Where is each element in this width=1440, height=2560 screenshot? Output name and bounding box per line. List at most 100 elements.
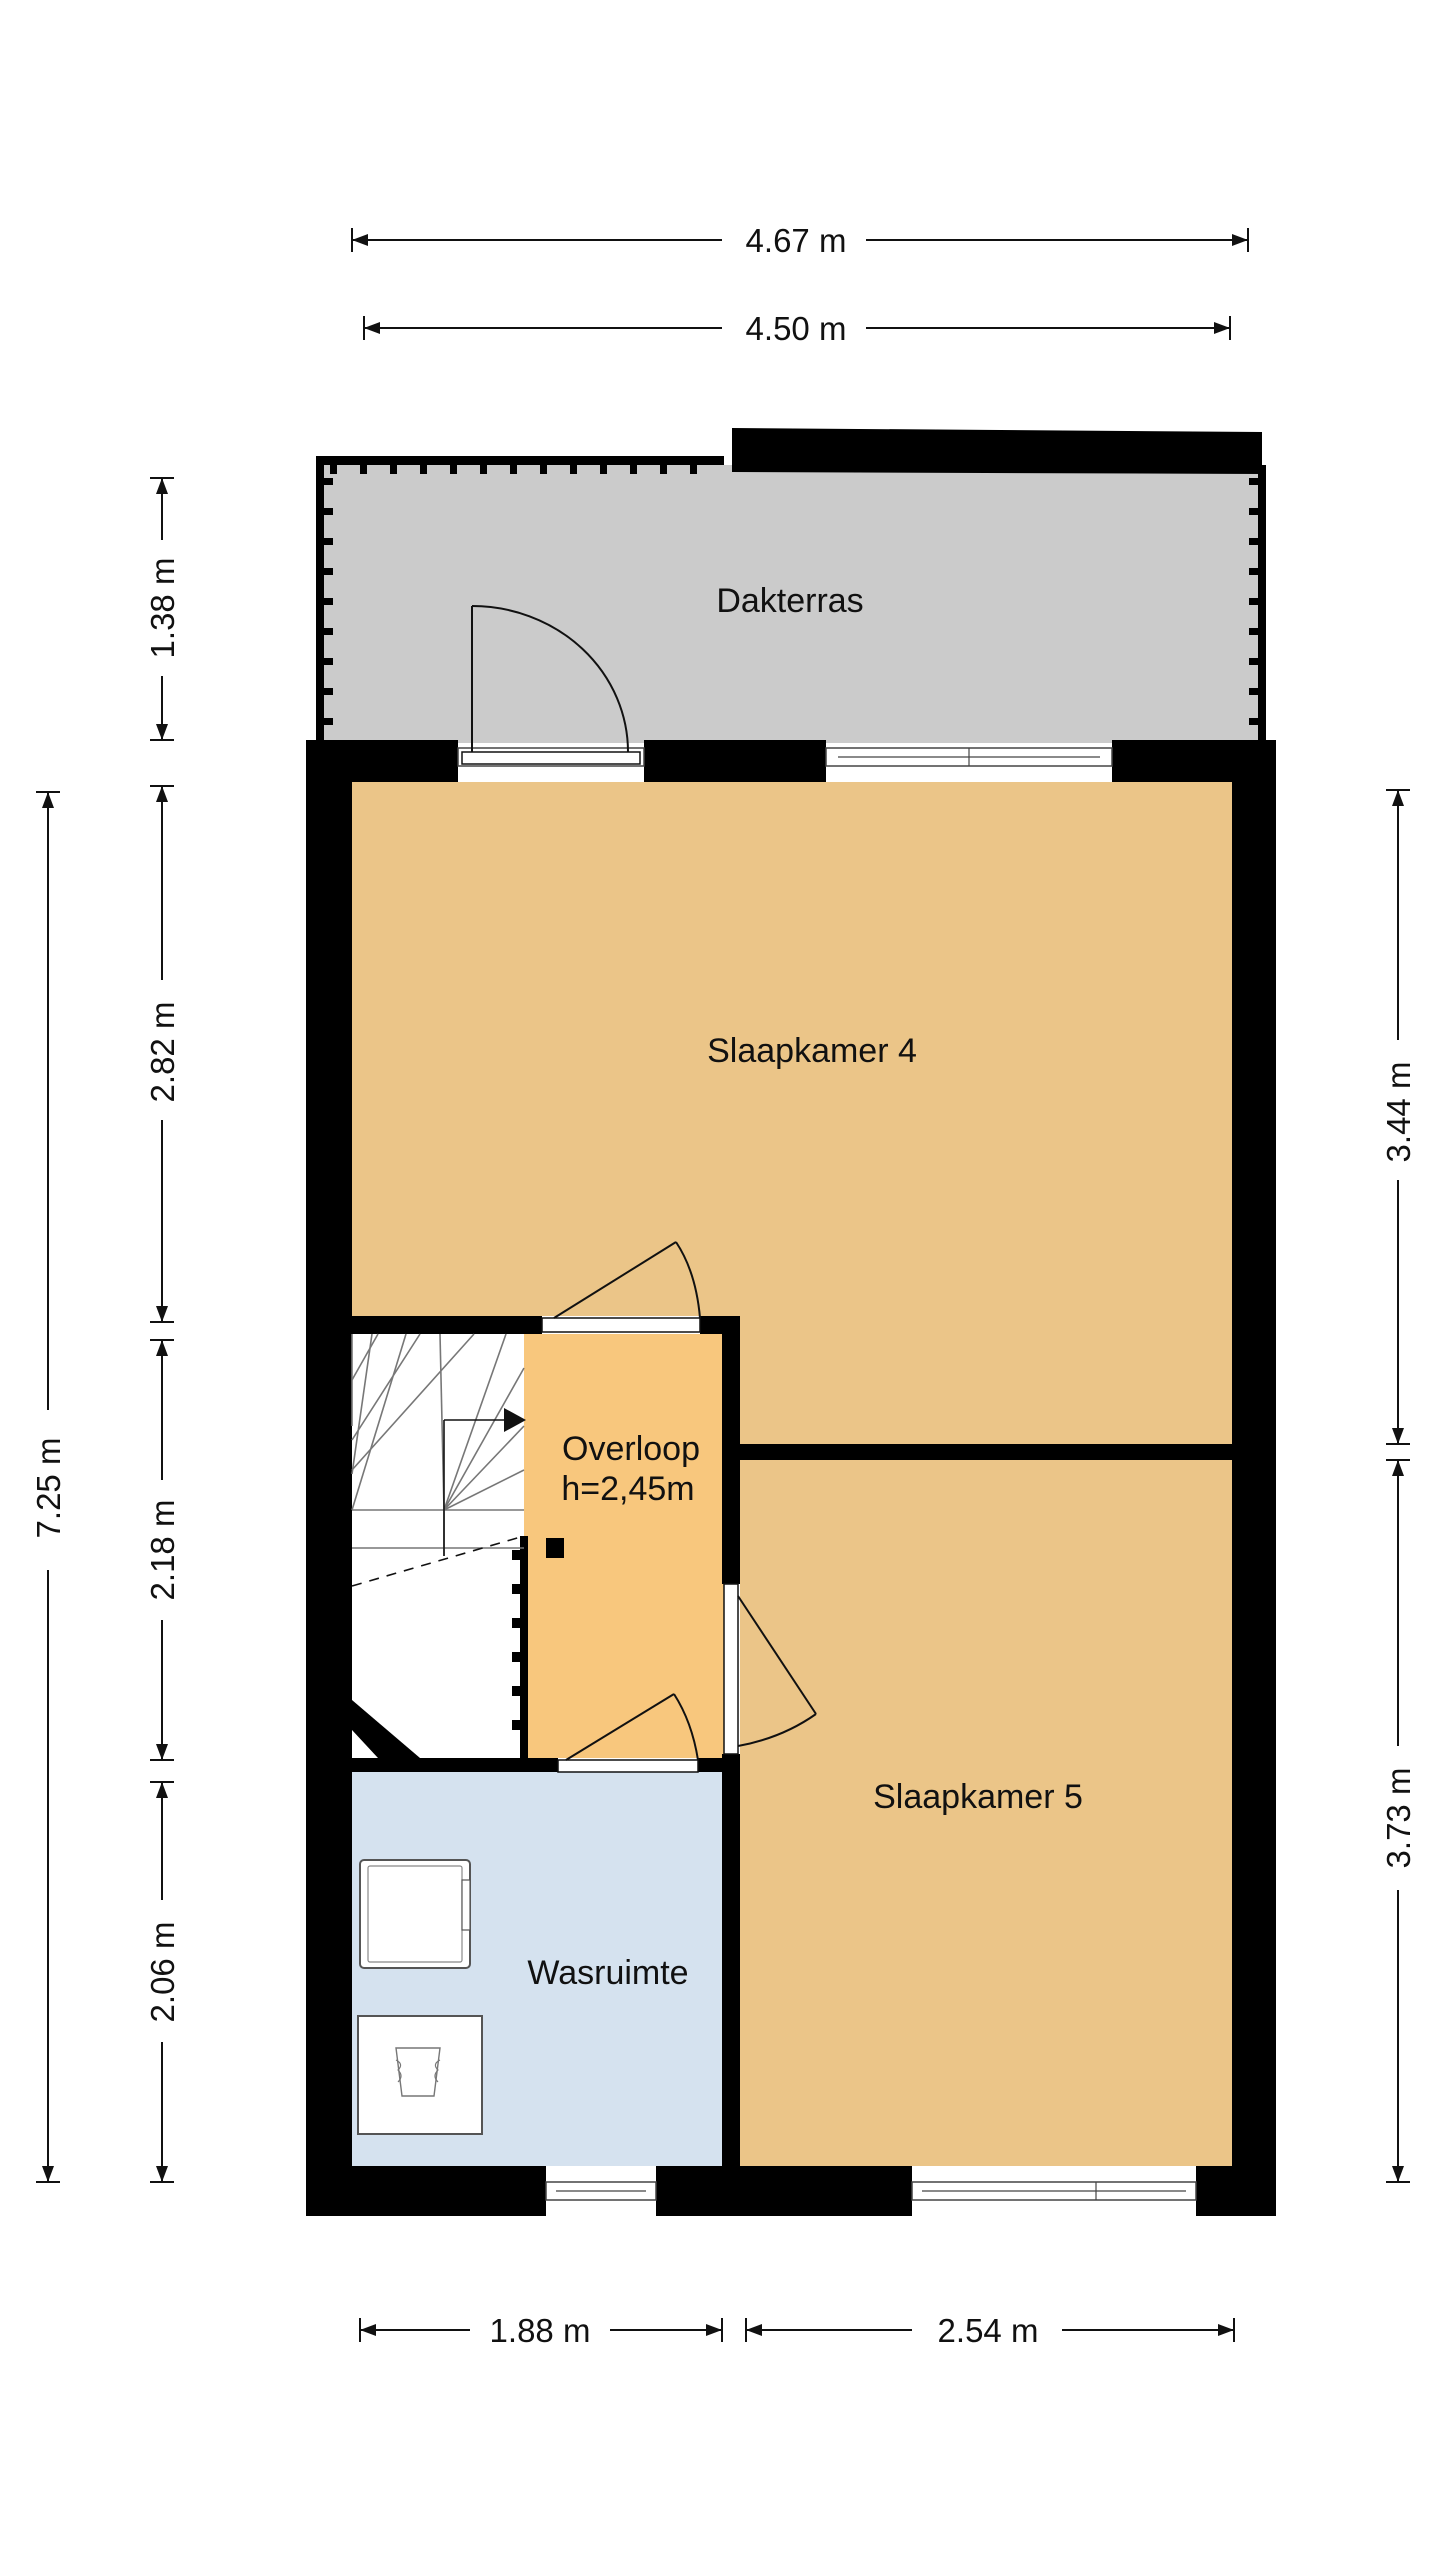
railing-post	[1249, 718, 1258, 725]
wall-top-2	[644, 740, 826, 782]
stair-wall-notch	[512, 1720, 522, 1730]
railing-post	[1249, 628, 1258, 635]
railing-posts	[324, 465, 1258, 725]
terrace-railing-right	[1258, 465, 1266, 745]
room-slaapkamer-4-extension	[740, 1316, 1232, 1444]
railing-post	[630, 465, 637, 474]
door-swing-slaapkamer-4	[675, 1241, 701, 1319]
walls	[306, 740, 1276, 2216]
wall-top-3	[1112, 740, 1276, 782]
stair-wall-notch	[512, 1618, 522, 1628]
wall-laundry-top-left	[352, 1758, 558, 1772]
railing-post	[510, 465, 517, 474]
label-overloop-height: h=2,45m	[561, 1470, 694, 1508]
dim-top-overall: 4.67 m	[746, 222, 847, 259]
dim-left-landing: 2.18 m	[144, 1500, 181, 1601]
dim-left-bedroom4: 2.82 m	[144, 1002, 181, 1103]
terrace	[316, 428, 1266, 746]
dim-left-laundry: 2.06 m	[144, 1922, 181, 2023]
stair-wall-notch	[512, 1652, 522, 1662]
wall-landing-right-upper	[722, 1316, 740, 1584]
doors	[461, 605, 817, 1773]
label-slaapkamer-4: Slaapkamer 4	[707, 1032, 917, 1070]
railing-post	[390, 465, 397, 474]
dim-top-inner: 4.50 m	[746, 310, 847, 347]
dim-right-bedroom5: 3.73 m	[1380, 1768, 1417, 1869]
railing-post	[420, 465, 427, 474]
railing-post	[324, 658, 333, 665]
dimensions: 4.67 m 4.50 m 7.25 m 1.38 m 2.82 m	[30, 222, 1417, 2349]
room-labels: Dakterras Slaapkamer 4 Overloop h=2,45m …	[527, 582, 1082, 1992]
wall-bottom-1	[306, 2166, 546, 2216]
wall-bottom-3	[1196, 2166, 1276, 2216]
wall-stair-diagonal	[352, 1700, 420, 1758]
railing-post	[540, 465, 547, 474]
railing-post	[1249, 598, 1258, 605]
terrace-floor	[323, 465, 1263, 743]
railing-post	[324, 568, 333, 575]
room-stairs	[352, 1334, 524, 1758]
door-leaf-slaapkamer-5	[737, 1595, 817, 1715]
railing-post	[1249, 568, 1258, 575]
railing-post	[324, 508, 333, 515]
wall-stair-divider	[520, 1536, 528, 1758]
door-leaf-slaapkamer-4	[553, 1241, 677, 1319]
label-wasruimte: Wasruimte	[527, 1954, 688, 1992]
railing-post	[324, 478, 333, 485]
wall-right	[1232, 740, 1276, 2216]
terrace-railing-left	[316, 456, 324, 746]
terrace-wall-top-right	[732, 428, 1262, 474]
dim-left-terrace: 1.38 m	[144, 558, 181, 659]
appliances	[357, 1859, 483, 2135]
railing-post	[1249, 478, 1258, 485]
washing-machine-icon	[359, 1859, 471, 1969]
railing-post	[324, 598, 333, 605]
dim-right-bedroom4: 3.44 m	[1380, 1062, 1417, 1163]
railing-post	[1249, 658, 1258, 665]
railing-post	[324, 718, 333, 725]
label-overloop: Overloop	[562, 1430, 700, 1468]
label-dakterras: Dakterras	[716, 582, 863, 620]
stair-wall-notch	[512, 1550, 522, 1560]
door-frame-slaapkamer-4	[541, 1317, 701, 1333]
railing-post	[660, 465, 667, 474]
staircase	[351, 1333, 526, 1730]
stair-wall-notch	[512, 1686, 522, 1696]
railing-post	[360, 465, 367, 474]
chimney-block	[546, 1538, 564, 1558]
railing-post	[570, 465, 577, 474]
dryer-icon	[357, 2015, 483, 2135]
wall-bottom-2	[656, 2166, 912, 2216]
wall-landing-top-right	[700, 1316, 740, 1334]
stair-wall-notch	[512, 1584, 522, 1594]
wall-top-1	[306, 740, 458, 782]
stair-notches	[512, 1550, 522, 1730]
railing-post	[324, 688, 333, 695]
railing-post	[480, 465, 487, 474]
stair-cut-line	[351, 1535, 525, 1587]
railing-post	[690, 465, 697, 474]
room-slaapkamer-4	[352, 782, 1232, 1316]
door-swing-terrace	[471, 605, 629, 753]
door-frame-wasruimte	[557, 1759, 699, 1773]
railing-post	[450, 465, 457, 474]
door-swing-slaapkamer-5	[737, 1713, 817, 1747]
stair-arrow-icon	[504, 1408, 526, 1432]
wall-left	[306, 740, 352, 2216]
door-leaf-wasruimte	[565, 1693, 675, 1761]
railing-post	[330, 465, 337, 474]
railing-post	[1249, 688, 1258, 695]
railing-post	[600, 465, 607, 474]
wall-laundry-top-right	[698, 1758, 740, 1772]
terrace-wall-top-left	[316, 456, 724, 465]
dim-bottom-left: 1.88 m	[490, 2312, 591, 2349]
wall-landing-top-left	[352, 1316, 542, 1334]
wall-landing-right-lower	[722, 1754, 740, 2166]
room-slaapkamer-5	[740, 1460, 1232, 2166]
dim-left-overall: 7.25 m	[30, 1438, 67, 1539]
door-swing-wasruimte	[673, 1693, 699, 1761]
door-frame-slaapkamer-5	[723, 1583, 739, 1755]
railing-post	[324, 538, 333, 545]
railing-post	[324, 628, 333, 635]
